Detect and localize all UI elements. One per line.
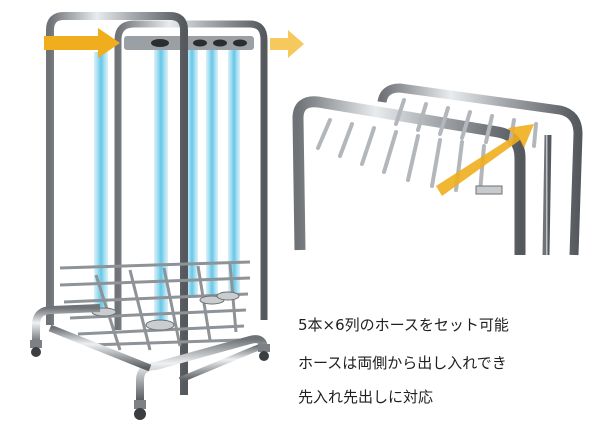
caster-wheel <box>30 340 42 357</box>
caster-wheel <box>134 400 146 420</box>
right-arrow-icon <box>44 28 120 58</box>
hose-beam <box>186 48 198 298</box>
hose-beam <box>206 48 218 300</box>
top-holders <box>124 36 254 50</box>
hose-beam <box>228 48 240 296</box>
hose-beam <box>154 50 168 320</box>
rack-illustration <box>30 12 304 420</box>
diagonal-arrow-icon <box>436 124 534 196</box>
hose-hooks <box>316 98 538 194</box>
hose-beams <box>94 48 240 320</box>
closeup-illustration <box>292 83 583 256</box>
casters <box>30 340 270 420</box>
caption-both-sides: ホースは両側から出し入れでき <box>298 354 507 372</box>
caption-fifo: 先入れ先出しに対応 <box>298 388 433 406</box>
rack-base <box>32 304 268 400</box>
rack-front-frame <box>46 12 188 395</box>
caption-capacity: 5本×6列のホースをセット可能 <box>298 316 509 334</box>
hose-beam <box>94 52 108 312</box>
right-arrow-icon <box>270 30 304 58</box>
caster-wheel <box>258 344 270 361</box>
base-plates <box>91 291 240 331</box>
